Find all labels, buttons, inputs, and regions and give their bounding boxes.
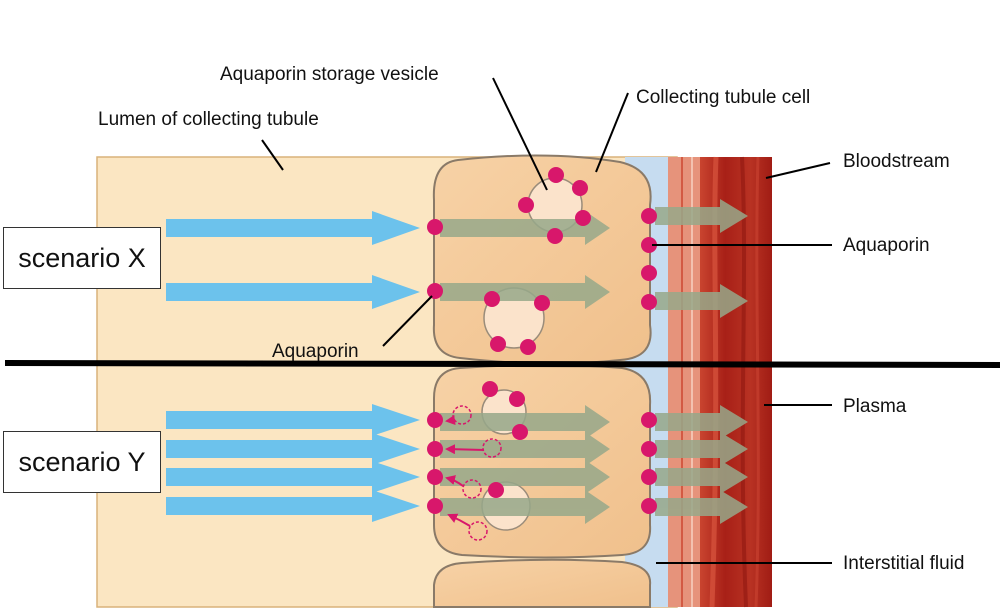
aquaporin — [488, 482, 504, 498]
aquaporin — [641, 208, 657, 224]
scenario-x-box: scenario X — [3, 227, 161, 289]
scenario-x-label: scenario X — [18, 242, 146, 273]
interstitial-fluid-label: Interstitial fluid — [843, 553, 964, 574]
blood-streak — [754, 156, 760, 608]
aquaporin — [641, 469, 657, 485]
aquaporin — [572, 180, 588, 196]
collecting-tubule-cell-middle — [433, 364, 652, 559]
aquaporin — [427, 283, 443, 299]
lumen-water-arrows-y — [166, 404, 420, 522]
aquaporin — [484, 291, 500, 307]
aquaporin — [490, 336, 506, 352]
aquaporin — [520, 339, 536, 355]
water-transit-arrows-x — [440, 199, 748, 318]
aquaporin — [427, 219, 443, 235]
aquaporins-y — [427, 381, 657, 514]
aquaporin — [534, 295, 550, 311]
bloodstream-label: Bloodstream — [843, 151, 950, 172]
water-transit-arrows-y — [440, 405, 748, 524]
vessel-wall — [668, 157, 704, 607]
fusing-vesicles — [452, 405, 502, 541]
aquaporin — [641, 498, 657, 514]
scenario-divider — [4, 360, 1000, 368]
scenario-y-box: scenario Y — [3, 431, 161, 493]
aquaporin — [548, 167, 564, 183]
aquaporin — [427, 441, 443, 457]
aquaporins-x — [427, 167, 657, 355]
aquaporin — [641, 294, 657, 310]
leader-lines — [261, 77, 832, 564]
blood-streak — [709, 156, 719, 608]
vesicle-movement-arrows — [445, 415, 485, 527]
blood-streak — [740, 156, 748, 608]
aquaporin — [512, 424, 528, 440]
aquaporin — [547, 228, 563, 244]
lumen-label: Lumen of collecting tubule — [98, 109, 319, 130]
aquaporin — [641, 412, 657, 428]
aquaporin-storage-vesicle-label: Aquaporin storage vesicle — [220, 64, 439, 85]
aquaporin — [427, 498, 443, 514]
collecting-tubule-cell-lower — [433, 558, 652, 608]
scenario-y-label: scenario Y — [18, 446, 146, 477]
aquaporin-label-lower: Aquaporin — [272, 341, 359, 362]
aquaporin-label-right: Aquaporin — [843, 235, 930, 256]
aquaporin — [641, 441, 657, 457]
aquaporin — [641, 265, 657, 281]
aquaporin — [518, 197, 534, 213]
collecting-tubule-cell-label: Collecting tubule cell — [636, 87, 810, 108]
aquaporin — [427, 469, 443, 485]
aquaporin — [482, 381, 498, 397]
aquaporin — [509, 391, 525, 407]
lumen-water-arrows-x — [166, 211, 420, 309]
aquaporin — [641, 237, 657, 253]
aquaporin — [575, 210, 591, 226]
aquaporin — [427, 412, 443, 428]
plasma-label: Plasma — [843, 396, 907, 417]
